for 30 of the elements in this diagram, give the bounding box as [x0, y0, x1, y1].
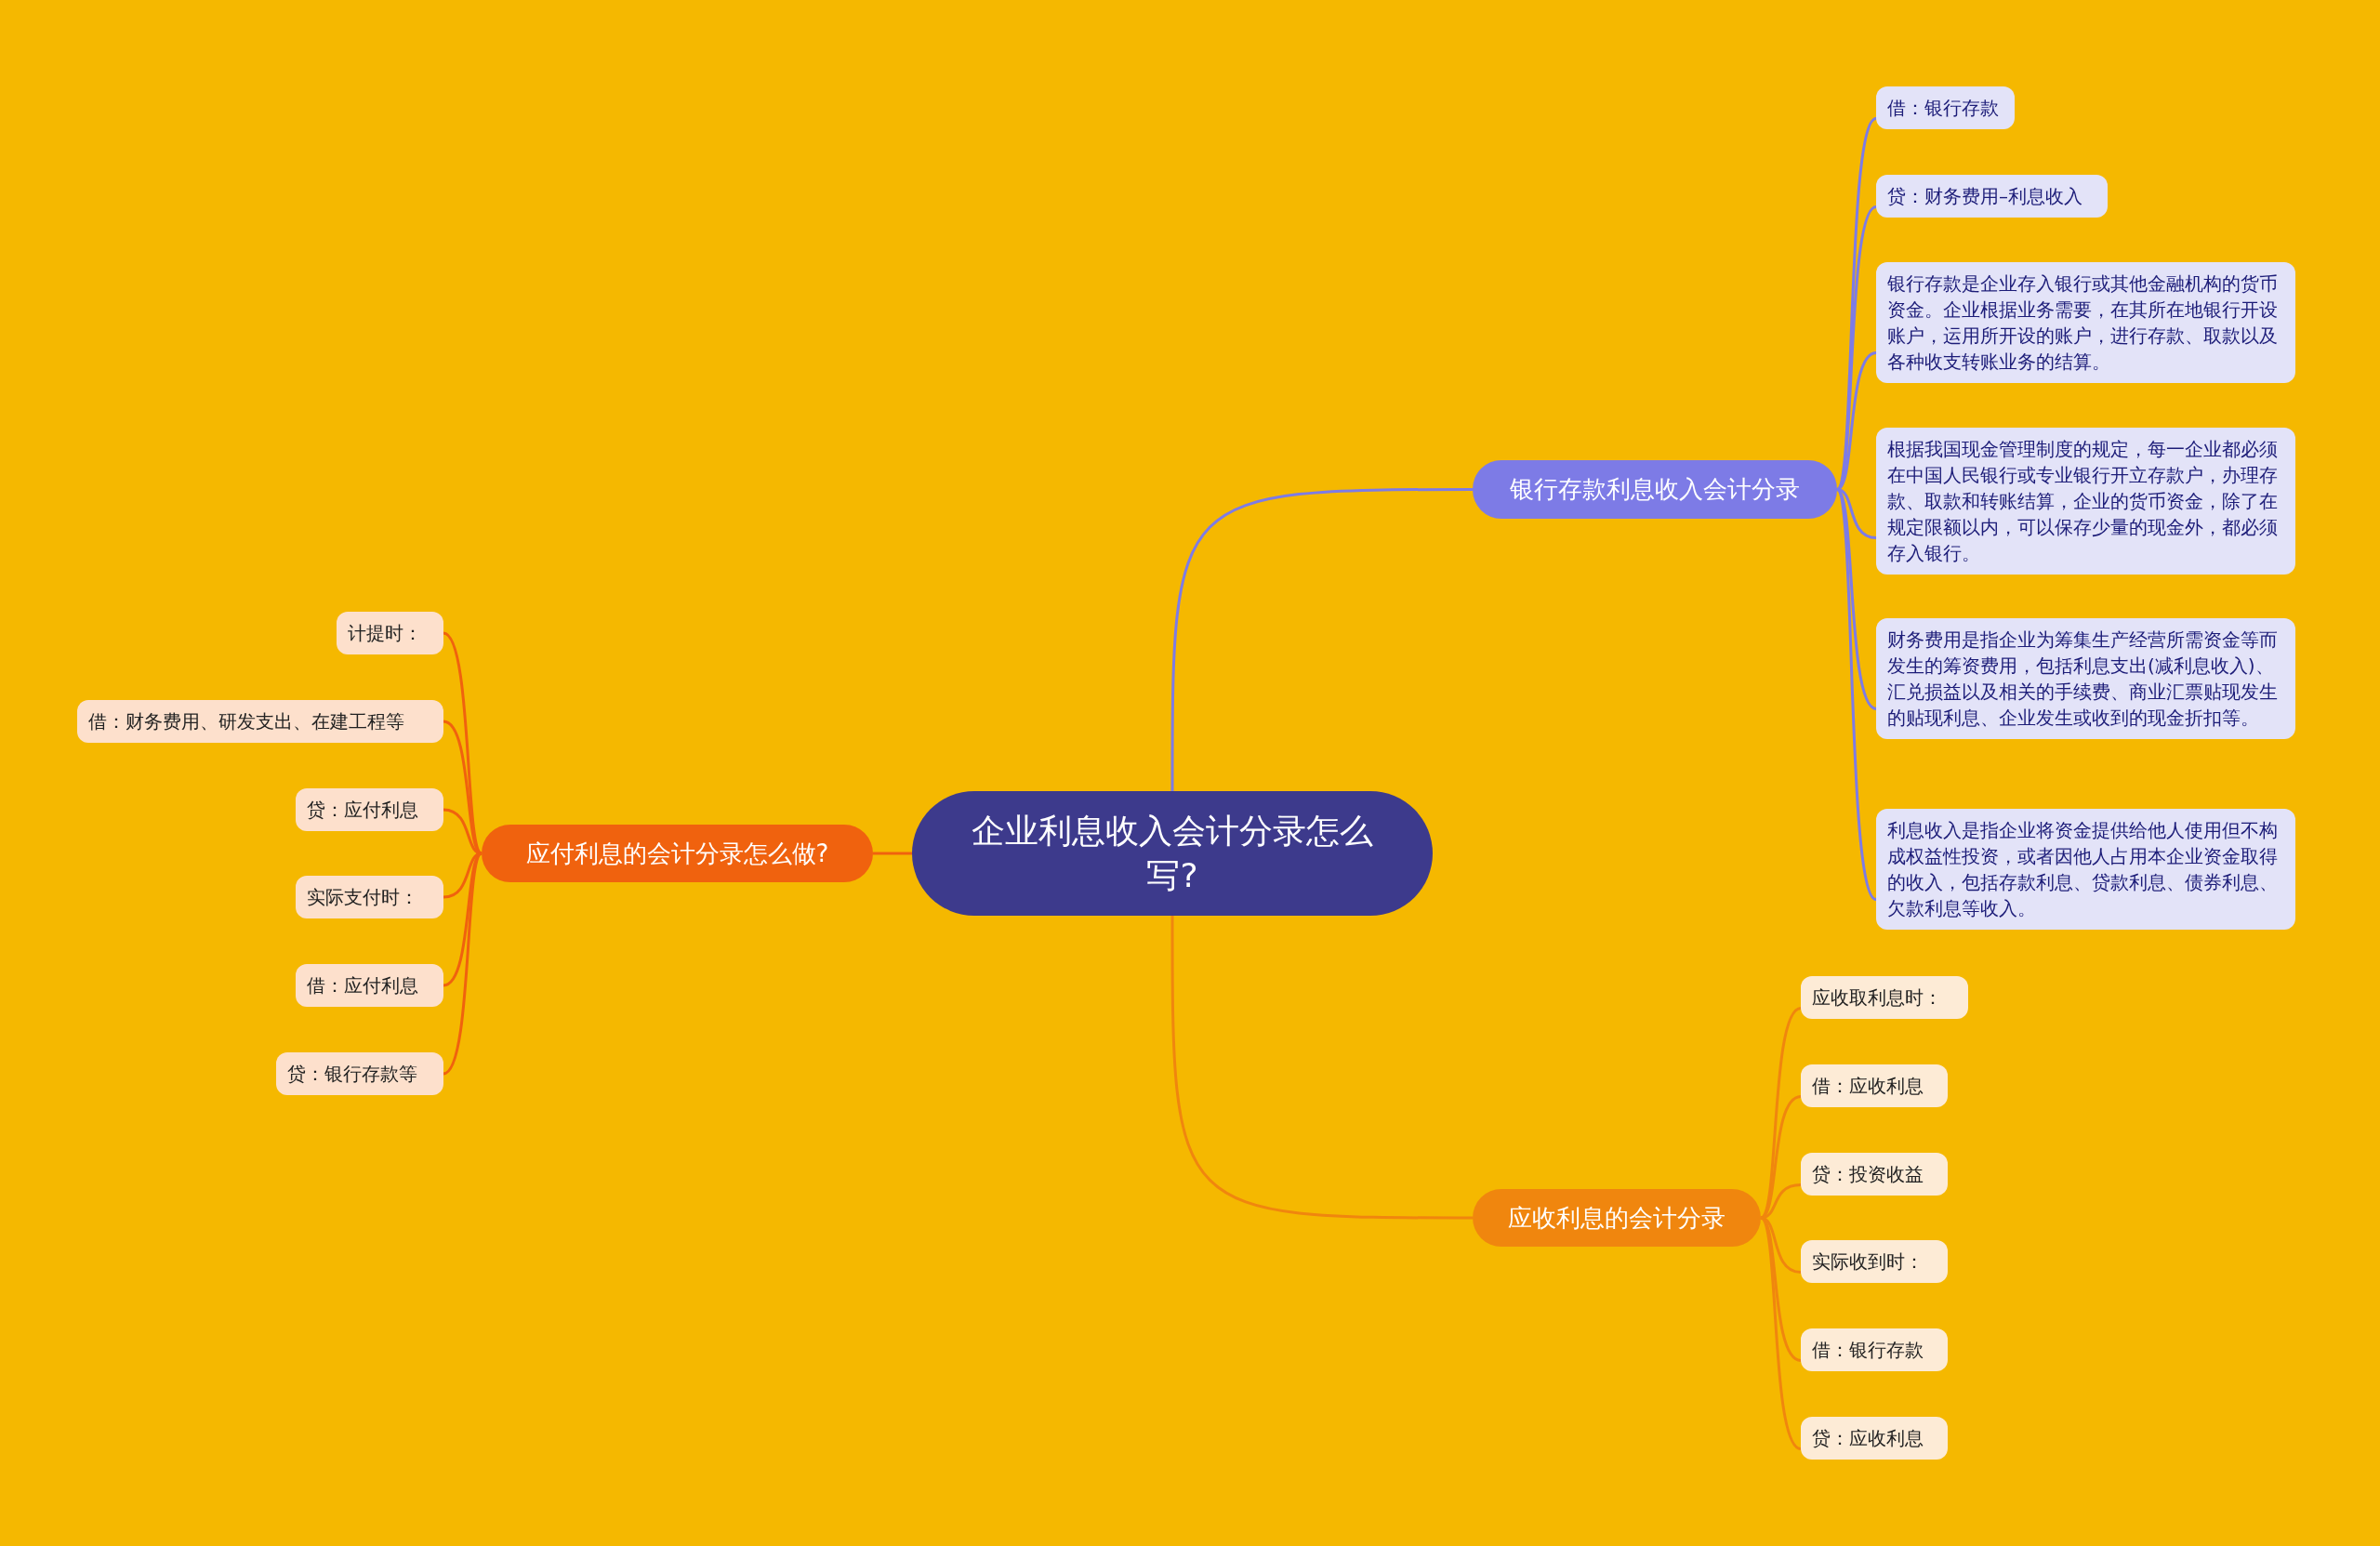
leaf-topic: 计提时：	[337, 612, 443, 654]
leaf-topic: 借：银行存款	[1876, 86, 2015, 129]
leaf-topic: 财务费用是指企业为筹集生产经营所需资金等而发生的筹资费用，包括利息支出(减利息收入)、汇兑损益以及相关的手续费、商业汇票贴现发生的贴现利息、企业发生或收到的现金折扣等。	[1876, 618, 2295, 739]
branch-topic: 银行存款利息收入会计分录	[1473, 460, 1837, 519]
leaf-topic: 贷：财务费用–利息收入	[1876, 175, 2108, 218]
branch-topic: 应收利息的会计分录	[1473, 1189, 1761, 1247]
leaf-topic: 银行存款是企业存入银行或其他金融机构的货币资金。企业根据业务需要，在其所在地银行开设账户，运用所开设的账户，进行存款、取款以及各种收支转账业务的结算。	[1876, 262, 2295, 383]
leaf-topic: 贷：应收利息	[1801, 1417, 1948, 1460]
leaf-topic: 借：应收利息	[1801, 1064, 1948, 1107]
connector-line	[1835, 488, 1877, 710]
connector-line	[1170, 488, 1473, 791]
connector-line	[443, 852, 483, 1076]
connector-line	[1835, 488, 1878, 901]
leaf-topic: 贷：银行存款等	[276, 1052, 443, 1095]
leaf-topic: 借：财务费用、研发支出、在建工程等	[77, 700, 443, 743]
leaf-topic: 根据我国现金管理制度的规定，每一企业都必须在中国人民银行或专业银行开立存款户，办理存款、取款和转账结算，企业的货币资金，除了在规定限额以内，可以保存少量的现金外，都必须存入银行。	[1876, 428, 2295, 575]
connector-line	[1170, 916, 1473, 1220]
leaf-topic: 应收取利息时：	[1801, 976, 1968, 1019]
connector-line	[1759, 1217, 1802, 1450]
branch-topic: 应付利息的会计分录怎么做?	[482, 825, 873, 882]
leaf-topic: 借：银行存款	[1801, 1328, 1948, 1371]
leaf-topic: 实际收到时：	[1801, 1240, 1948, 1283]
leaf-topic: 贷：投资收益	[1801, 1153, 1948, 1196]
leaf-topic: 贷：应付利息	[296, 788, 443, 831]
leaf-topic: 利息收入是指企业将资金提供给他人使用但不构成权益性投资，或者因他人占用本企业资金取得的收入，包括存款利息、贷款利息、债券利息、欠款利息等收入。	[1876, 809, 2295, 930]
central-topic: 企业利息收入会计分录怎么写?	[912, 791, 1433, 916]
leaf-topic: 实际支付时：	[296, 876, 443, 918]
leaf-topic: 借：应付利息	[296, 964, 443, 1007]
connector-line	[873, 852, 912, 855]
connector-line	[443, 631, 483, 854]
